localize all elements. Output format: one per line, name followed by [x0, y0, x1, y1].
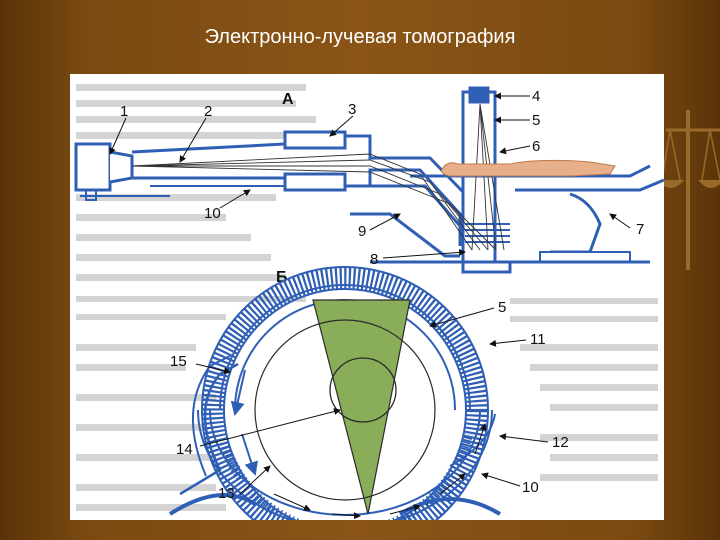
callout-b-12: 12	[552, 434, 569, 451]
callout-b-10: 10	[522, 479, 539, 496]
callout-b-11: 11	[530, 331, 546, 348]
electron-beam-ct-diagram: А 1 2 3 4 5 6 7 8 9 10 Б	[74, 84, 664, 520]
detector-ring	[202, 267, 488, 520]
background-text-lines	[76, 84, 658, 511]
panel-a-side-view	[74, 86, 664, 274]
callout-4: 4	[532, 88, 540, 105]
panel-b-callout-lines	[195, 307, 549, 495]
electron-beams	[131, 103, 505, 251]
callout-7: 7	[636, 221, 644, 238]
callout-b-13: 13	[218, 485, 235, 502]
patient	[441, 159, 616, 177]
callout-b-5: 5	[498, 299, 506, 316]
callout-8: 8	[370, 251, 378, 268]
panel-b-cross-section	[168, 266, 502, 520]
callout-3: 3	[348, 101, 356, 118]
electron-gun	[74, 142, 112, 192]
callout-2: 2	[204, 103, 212, 120]
target-ring	[219, 284, 471, 411]
focusing-coil	[283, 130, 347, 150]
callout-6: 6	[532, 138, 540, 155]
diagram-panel: А 1 2 3 4 5 6 7 8 9 10 Б	[70, 74, 664, 520]
scales-decoration	[662, 110, 720, 270]
panel-a-callout-lines	[109, 92, 631, 259]
slide-title: Электронно-лучевая томография	[204, 26, 516, 48]
x-ray-fan	[312, 299, 411, 515]
panel-b-label: Б	[276, 269, 288, 286]
patient-cross-section	[329, 357, 397, 423]
callout-5: 5	[532, 112, 540, 129]
callout-10: 10	[204, 205, 221, 222]
callout-9: 9	[358, 223, 366, 240]
panel-a-label: А	[282, 91, 294, 108]
callout-b-15: 15	[170, 353, 187, 370]
callout-b-14: 14	[176, 441, 193, 458]
callout-1: 1	[120, 103, 128, 120]
